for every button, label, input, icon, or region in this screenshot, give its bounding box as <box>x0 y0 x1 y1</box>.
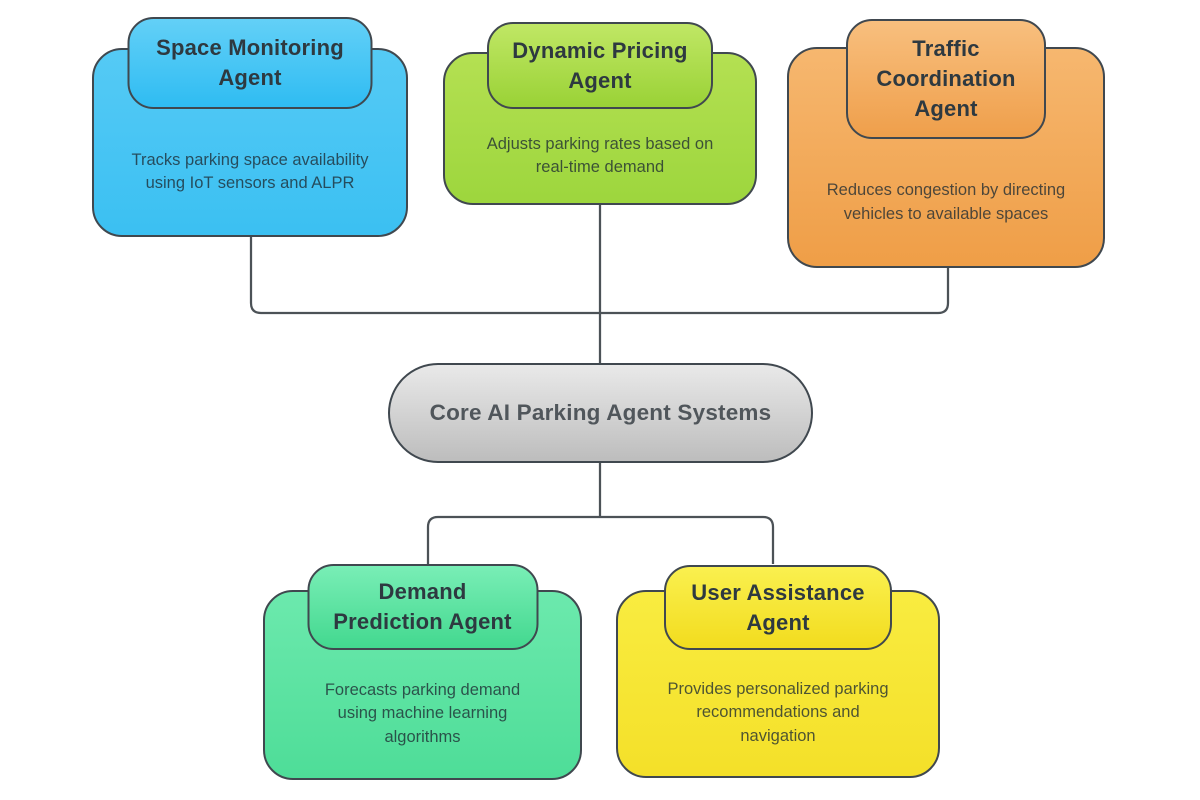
agent-node-description: Adjusts parking rates based on real-time… <box>486 134 714 176</box>
agent-node-traffic-coordination-header: Traffic Coordination Agent <box>846 19 1046 139</box>
connector-bottom-row <box>426 515 775 564</box>
agent-node-title: Demand Prediction Agent <box>333 579 512 634</box>
agent-node-title: User Assistance Agent <box>691 579 865 635</box>
agent-node-dynamic-pricing: Dynamic Pricing Agent Adjusts parking ra… <box>443 22 757 205</box>
agent-node-demand-prediction-header: Demand Prediction Agent <box>307 564 538 650</box>
agent-node-space-monitoring: Space Monitoring Agent Tracks parking sp… <box>92 17 408 237</box>
agent-node-description: Forecasts parking demand using machine l… <box>324 680 521 746</box>
agent-node-title: Space Monitoring Agent <box>156 35 344 90</box>
center-node-title: Core AI Parking Agent Systems <box>429 400 772 425</box>
agent-node-description: Provides personalized parking recommenda… <box>667 679 889 745</box>
agent-node-dynamic-pricing-header: Dynamic Pricing Agent <box>487 22 713 109</box>
agent-node-description: Reduces congestion by directing vehicles… <box>826 181 1066 223</box>
center-node-core-systems: Core AI Parking Agent Systems <box>388 363 813 463</box>
agent-node-user-assistance-header: User Assistance Agent <box>664 565 892 650</box>
agent-node-description: Tracks parking space availability using … <box>131 150 369 192</box>
agent-node-user-assistance: User Assistance Agent Provides personali… <box>616 565 940 778</box>
agent-node-demand-prediction: Demand Prediction Agent Forecasts parkin… <box>263 564 582 780</box>
agent-node-traffic-coordination: Traffic Coordination Agent Reduces conge… <box>787 19 1105 268</box>
agent-node-title: Traffic Coordination Agent <box>876 36 1016 121</box>
agent-node-space-monitoring-header: Space Monitoring Agent <box>127 17 373 109</box>
agent-node-title: Dynamic Pricing Agent <box>512 37 688 93</box>
